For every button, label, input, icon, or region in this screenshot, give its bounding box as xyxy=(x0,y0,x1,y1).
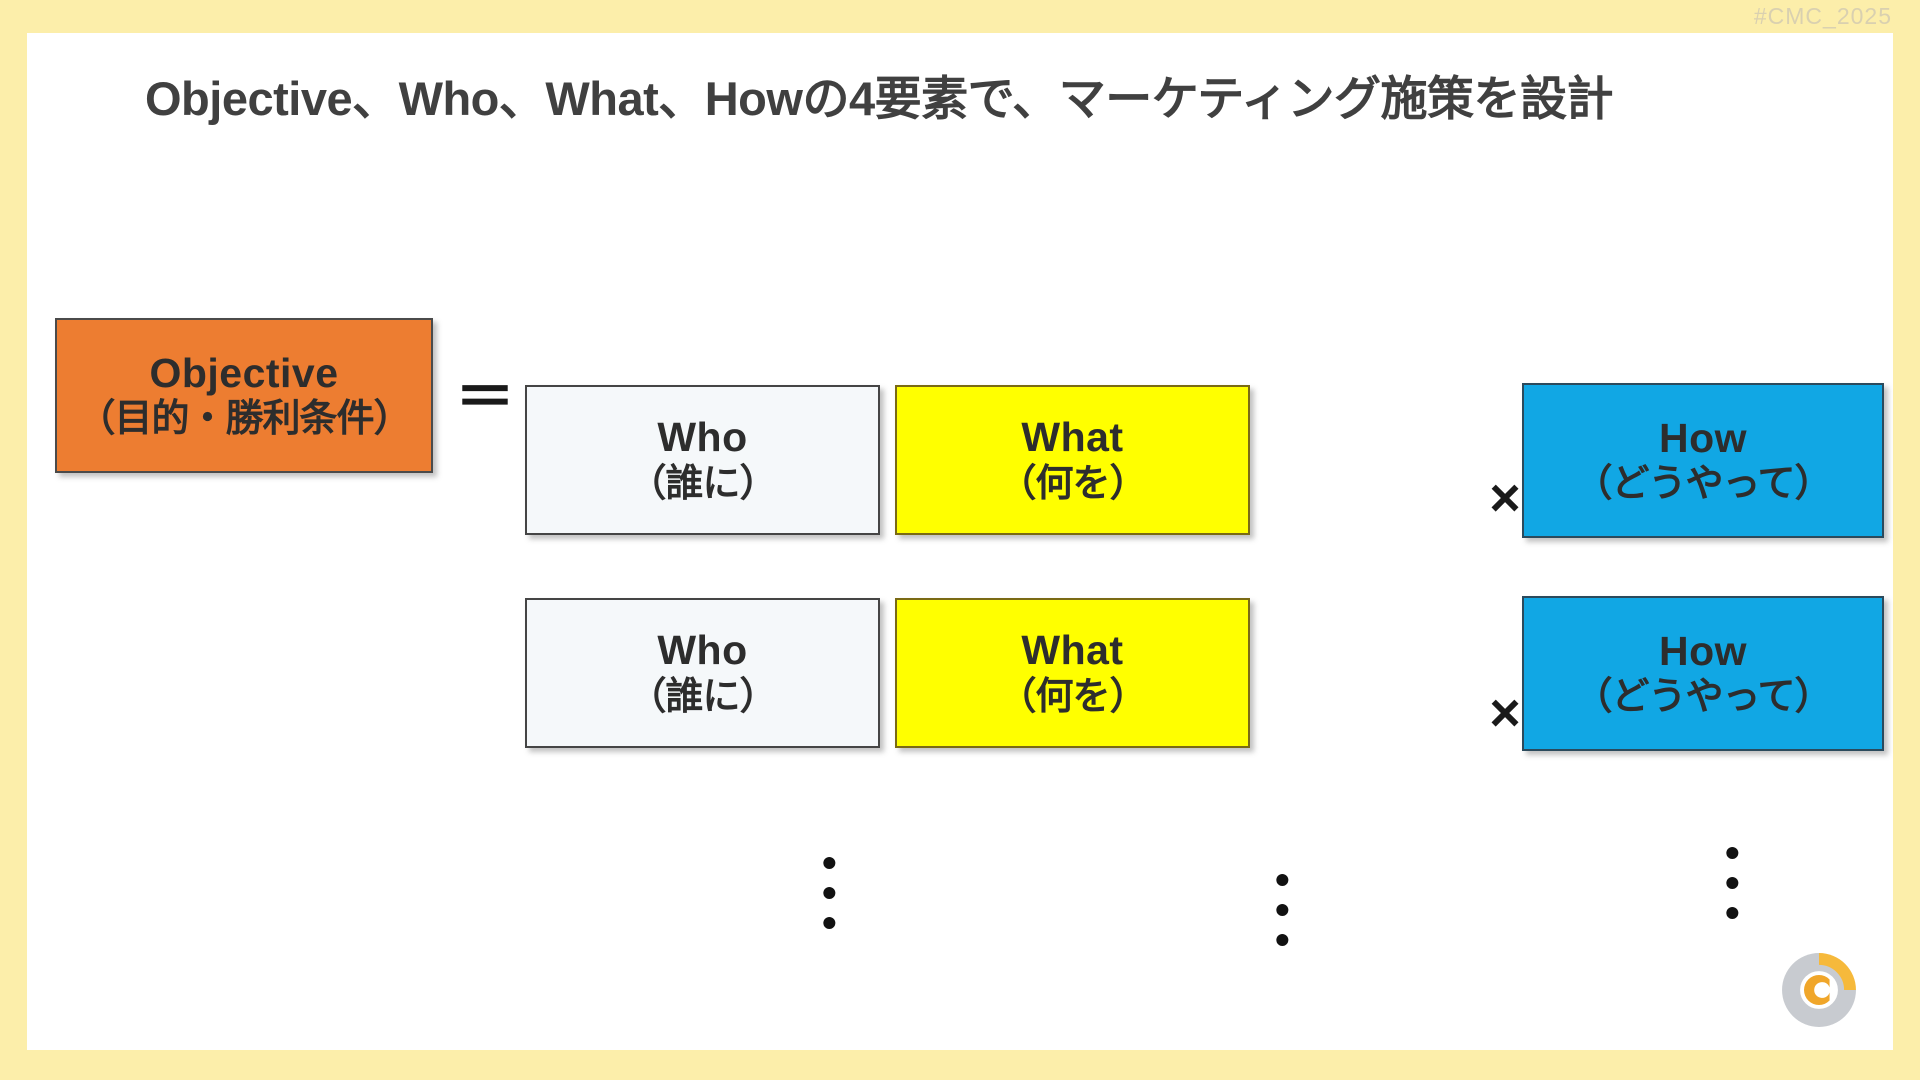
box-how-row1[interactable]: How （どうやって） xyxy=(1522,383,1884,538)
operator-times-row2-b: × xyxy=(1489,683,1521,743)
cmc-circle-logo-icon xyxy=(1775,946,1863,1034)
dot: • xyxy=(1725,829,1740,876)
box-what-row2-en: What xyxy=(1021,627,1124,674)
dot: • xyxy=(822,899,837,947)
dot: • xyxy=(1275,916,1290,964)
box-what-row1-jp: （何を） xyxy=(998,462,1147,505)
box-objective-jp: （目的・勝利条件） xyxy=(77,398,411,441)
operator-times-row1-b: × xyxy=(1489,468,1521,528)
box-what-row1[interactable]: What （何を） xyxy=(895,385,1250,535)
box-what-row2[interactable]: What （何を） xyxy=(895,598,1250,748)
box-who-row1[interactable]: Who （誰に） xyxy=(525,385,880,535)
box-who-row2-en: Who xyxy=(657,627,748,674)
box-who-row2-jp: （誰に） xyxy=(628,675,777,718)
dot: • xyxy=(822,839,837,886)
box-how-row2[interactable]: How （どうやって） xyxy=(1522,596,1884,751)
dot: • xyxy=(1275,886,1290,934)
box-objective[interactable]: Objective （目的・勝利条件） xyxy=(55,318,433,473)
event-hashtag: #CMC_2025 xyxy=(1753,3,1892,29)
box-who-row1-jp: （誰に） xyxy=(628,462,777,505)
box-how-row2-jp: （どうやって） xyxy=(1574,676,1832,719)
continuation-dots-how: • • • xyxy=(1725,829,1740,937)
dot: • xyxy=(1275,856,1290,903)
box-how-row1-jp: （どうやって） xyxy=(1574,463,1832,506)
box-who-row2[interactable]: Who （誰に） xyxy=(525,598,880,748)
operator-equals: ＝ xyxy=(455,364,515,431)
box-who-row1-en: Who xyxy=(657,414,748,461)
dot: • xyxy=(822,869,837,917)
continuation-dots-who: • • • xyxy=(822,839,837,947)
page-title: Objective、Who、What、Howの4要素で、マーケティング施策を設計 xyxy=(145,72,1613,125)
continuation-dots-what: • • • xyxy=(1275,856,1290,964)
box-objective-en: Objective xyxy=(149,349,339,396)
box-how-row1-en: How xyxy=(1658,414,1748,461)
dot: • xyxy=(1725,889,1740,937)
dot: • xyxy=(1725,859,1740,907)
slide-canvas: Objective、Who、What、Howの4要素で、マーケティング施策を設計… xyxy=(27,33,1893,1050)
box-what-row1-en: What xyxy=(1021,414,1124,461)
box-what-row2-jp: （何を） xyxy=(998,675,1147,718)
box-how-row2-en: How xyxy=(1658,627,1748,674)
